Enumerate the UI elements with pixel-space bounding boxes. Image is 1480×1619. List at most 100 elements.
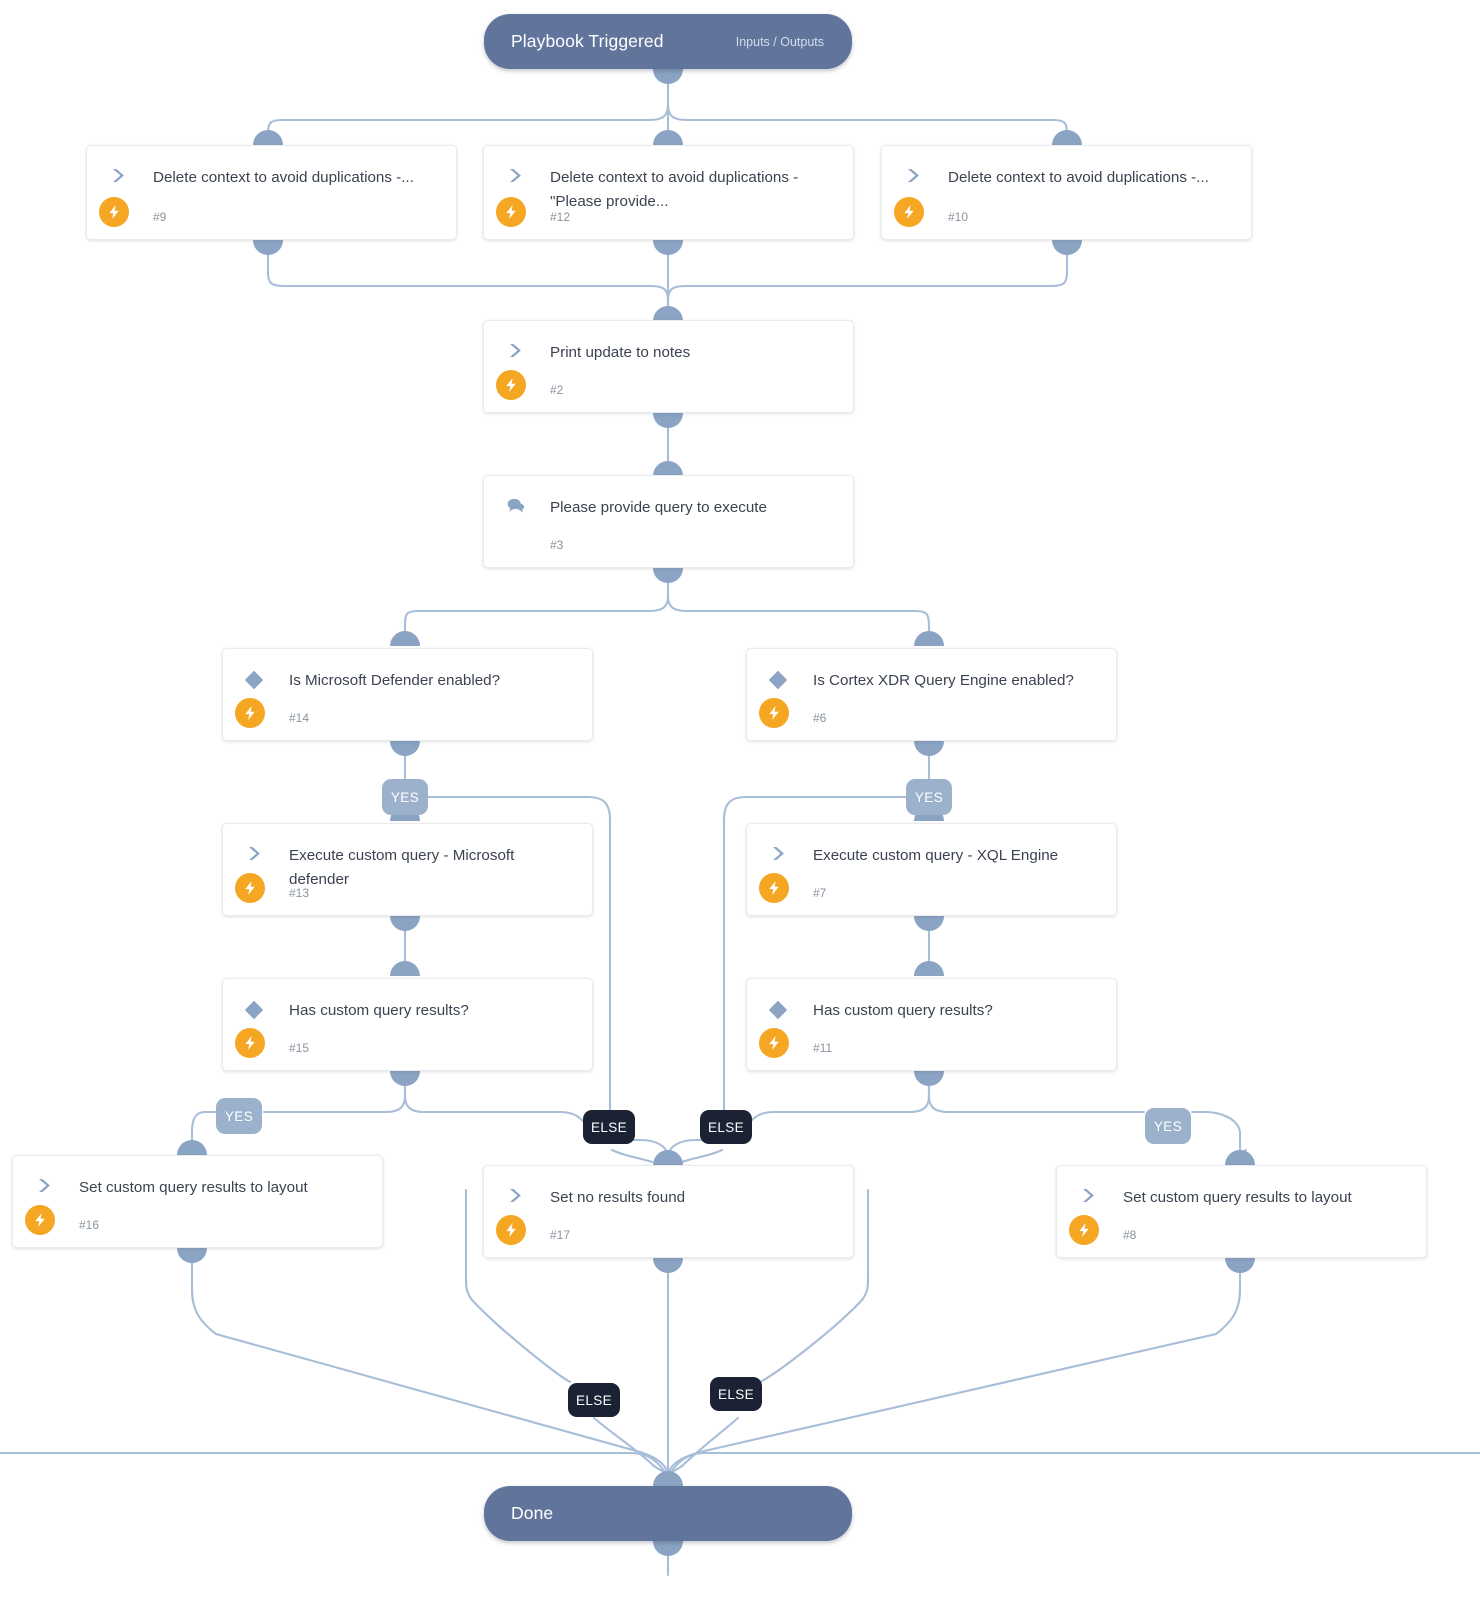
- task-title: Delete context to avoid duplications - "…: [550, 169, 799, 210]
- task-id: #16: [79, 1218, 100, 1232]
- condition-node-6[interactable]: Is Cortex XDR Query Engine enabled? #6: [746, 648, 1117, 741]
- wire-n11-yes-rail: [927, 1078, 1146, 1114]
- condition-title: Has custom query results?: [813, 1002, 993, 1019]
- port-n9-top: [253, 130, 283, 145]
- inputs-outputs-link[interactable]: Inputs / Outputs: [735, 34, 824, 49]
- condition-title: Is Cortex XDR Query Engine enabled?: [813, 672, 1074, 689]
- done-node[interactable]: Done: [484, 1486, 852, 1541]
- branch-label-else-n14[interactable]: ELSE: [583, 1110, 635, 1144]
- automation-bolt-icon: [1069, 1215, 1099, 1245]
- port-n12-top: [653, 130, 683, 145]
- port-n6-top: [914, 631, 944, 646]
- task-id: #13: [289, 886, 310, 900]
- automation-bolt-icon: [99, 197, 129, 227]
- condition-node-15[interactable]: Has custom query results? #15: [222, 978, 593, 1071]
- chat-icon: [500, 496, 530, 514]
- automation-bolt-icon: [759, 873, 789, 903]
- chevron-icon: [239, 844, 269, 862]
- port-n11-top: [914, 961, 944, 976]
- automation-bolt-icon: [235, 698, 265, 728]
- diamond-icon: [239, 999, 269, 1020]
- wire-n10-to-n2: [666, 251, 1069, 317]
- wire-n15-else-rail: [403, 1078, 588, 1128]
- task-node-8[interactable]: Set custom query results to layout #8: [1056, 1165, 1427, 1258]
- branch-label-else-n15[interactable]: ELSE: [568, 1383, 620, 1417]
- port-n11-bottom: [914, 1071, 944, 1086]
- condition-id: #6: [813, 711, 827, 725]
- wire-n11-else-rail: [746, 1078, 931, 1128]
- task-title: Delete context to avoid duplications -..…: [153, 169, 414, 186]
- port-n17-bottom: [653, 1258, 683, 1273]
- wire-rail-right: [666, 1451, 1480, 1479]
- task-footer: #14: [223, 696, 592, 740]
- wire-n3-to-n11: [666, 594, 936, 642]
- task-footer: #7: [747, 871, 1116, 915]
- task-node-10[interactable]: Delete context to avoid duplications -..…: [881, 145, 1252, 240]
- task-id: #9: [153, 210, 167, 224]
- task-footer: #16: [13, 1203, 382, 1247]
- port-n3-top: [653, 461, 683, 476]
- wire-n8-to-done: [666, 1260, 1242, 1479]
- task-title: Set custom query results to layout: [79, 1179, 308, 1196]
- task-node-12[interactable]: Delete context to avoid duplications - "…: [483, 145, 854, 240]
- diamond-icon: [763, 999, 793, 1020]
- task-title: Please provide query to execute: [550, 499, 767, 516]
- branch-label-yes-n14[interactable]: YES: [382, 779, 428, 815]
- task-node-17[interactable]: Set no results found #17: [483, 1165, 854, 1258]
- task-node-13[interactable]: Execute custom query - Microsoft defende…: [222, 823, 593, 916]
- branch-label-else-n6[interactable]: ELSE: [700, 1110, 752, 1144]
- port-n2-top: [653, 306, 683, 321]
- diamond-icon: [239, 669, 269, 690]
- port-n7-bottom: [914, 916, 944, 931]
- wire-n11-to-n8: [1190, 1110, 1247, 1156]
- task-title: Set custom query results to layout: [1123, 1189, 1352, 1206]
- port-n8-top: [1225, 1150, 1255, 1165]
- wire-n9-to-n2: [266, 251, 675, 317]
- wire-n11-else-to-n17b: [680, 1148, 724, 1164]
- branch-label-else-n11[interactable]: ELSE: [710, 1377, 762, 1411]
- task-footer: #12: [484, 195, 853, 239]
- condition-node-11[interactable]: Has custom query results? #11: [746, 978, 1117, 1071]
- port-n10-top: [1052, 130, 1082, 145]
- task-title: Set no results found: [550, 1189, 686, 1206]
- playbook-trigger-node[interactable]: Playbook Triggered Inputs / Outputs: [484, 14, 852, 69]
- task-id: #2: [550, 383, 564, 397]
- task-node-7[interactable]: Execute custom query - XQL Engine #7: [746, 823, 1117, 916]
- task-node-3[interactable]: Please provide query to execute #3: [483, 475, 854, 568]
- condition-title: Is Microsoft Defender enabled?: [289, 672, 501, 689]
- wire-start-to-n10: [666, 103, 1074, 142]
- task-footer: #10: [882, 195, 1251, 239]
- condition-node-14[interactable]: Is Microsoft Defender enabled? #14: [222, 648, 593, 741]
- wire-start-to-n9: [266, 103, 670, 142]
- task-id: #10: [948, 210, 969, 224]
- wire-else-bottom-right-down: [666, 1416, 740, 1479]
- condition-id: #11: [813, 1041, 833, 1055]
- chevron-icon: [29, 1176, 59, 1194]
- task-title: Execute custom query - XQL Engine: [813, 847, 1059, 864]
- branch-label-yes-n15[interactable]: YES: [216, 1098, 262, 1134]
- task-node-9[interactable]: Delete context to avoid duplications -..…: [86, 145, 457, 240]
- chevron-icon: [763, 844, 793, 862]
- automation-bolt-icon: [496, 1215, 526, 1245]
- port-done-bottom: [653, 1541, 683, 1556]
- playbook-trigger-title: Playbook Triggered: [511, 31, 664, 51]
- branch-label-yes-n11[interactable]: YES: [1145, 1108, 1191, 1144]
- wire-n16-to-done: [190, 1260, 670, 1479]
- automation-bolt-icon: [25, 1205, 55, 1235]
- automation-bolt-icon: [235, 1028, 265, 1058]
- wire-n15-yes-rail: [262, 1078, 407, 1114]
- task-footer: #6: [747, 696, 1116, 740]
- port-n15-top: [390, 961, 420, 976]
- task-node-2[interactable]: Print update to notes #2: [483, 320, 854, 413]
- port-n6-bottom: [914, 741, 944, 756]
- chevron-icon: [500, 166, 530, 184]
- chevron-icon: [898, 166, 928, 184]
- automation-bolt-icon: [496, 197, 526, 227]
- condition-title: Has custom query results?: [289, 1002, 469, 1019]
- task-id: #17: [550, 1228, 571, 1242]
- chevron-icon: [500, 341, 530, 359]
- branch-label-yes-n6[interactable]: YES: [906, 779, 952, 815]
- chevron-icon: [103, 166, 133, 184]
- task-node-16[interactable]: Set custom query results to layout #16: [12, 1155, 383, 1248]
